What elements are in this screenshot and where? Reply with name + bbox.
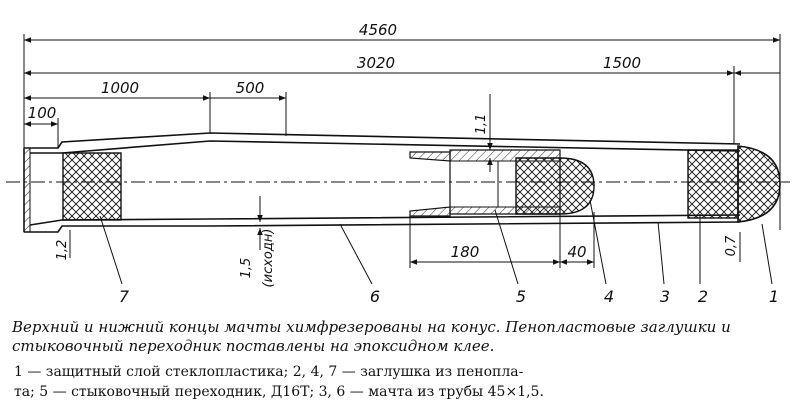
- plug-7: [62, 152, 122, 221]
- callout-2: 2: [698, 287, 708, 306]
- dim-wall-reduction: 1,1: [474, 114, 489, 135]
- dim-taper-length: 1000: [101, 79, 139, 97]
- cap-1: [737, 145, 781, 223]
- dim-initial-wall: 1,5: [239, 258, 254, 279]
- dim-taper-offset: 500: [236, 79, 265, 97]
- end-wall: [23, 147, 31, 233]
- figure-legend: 1 — защитный слой стеклопластика; 2, 4, …: [14, 362, 790, 402]
- dim-total: 4560: [359, 21, 397, 39]
- dim-upper-section: 1500: [603, 54, 641, 72]
- dim-initial-wall-note: (исходн): [261, 229, 276, 288]
- dim-plug-length: 40: [567, 243, 586, 261]
- figure-caption: Верхний и нижний концы мачты химфрезеров…: [12, 318, 731, 355]
- callout-4: 4: [604, 287, 614, 306]
- mast-tube: [23, 132, 741, 233]
- dim-adapter-length: 180: [451, 243, 480, 261]
- legend-line-1: 1 — защитный слой стеклопластика; 2, 4, …: [14, 364, 524, 380]
- callout-7: 7: [119, 287, 130, 306]
- dim-coating: 0,7: [724, 235, 739, 256]
- mast-drawing: 4560 3020 1500 1000 500 100 1,1 180 40 1…: [6, 21, 790, 306]
- callout-6: 6: [370, 287, 380, 306]
- callout-5: 5: [516, 287, 526, 306]
- leader-lines: [99, 199, 773, 285]
- callout-1: 1: [769, 287, 779, 306]
- dim-cap-wall: 1,2: [55, 240, 70, 261]
- callout-3: 3: [660, 287, 670, 306]
- plug-2: [687, 149, 739, 219]
- dimension-lines: [23, 34, 781, 268]
- legend-line-2: та; 5 — стыковочный переходник, Д16Т; 3,…: [14, 384, 544, 400]
- plug-4: [515, 157, 595, 215]
- dim-lower-section: 3020: [357, 54, 395, 72]
- dim-end-length: 100: [28, 104, 57, 122]
